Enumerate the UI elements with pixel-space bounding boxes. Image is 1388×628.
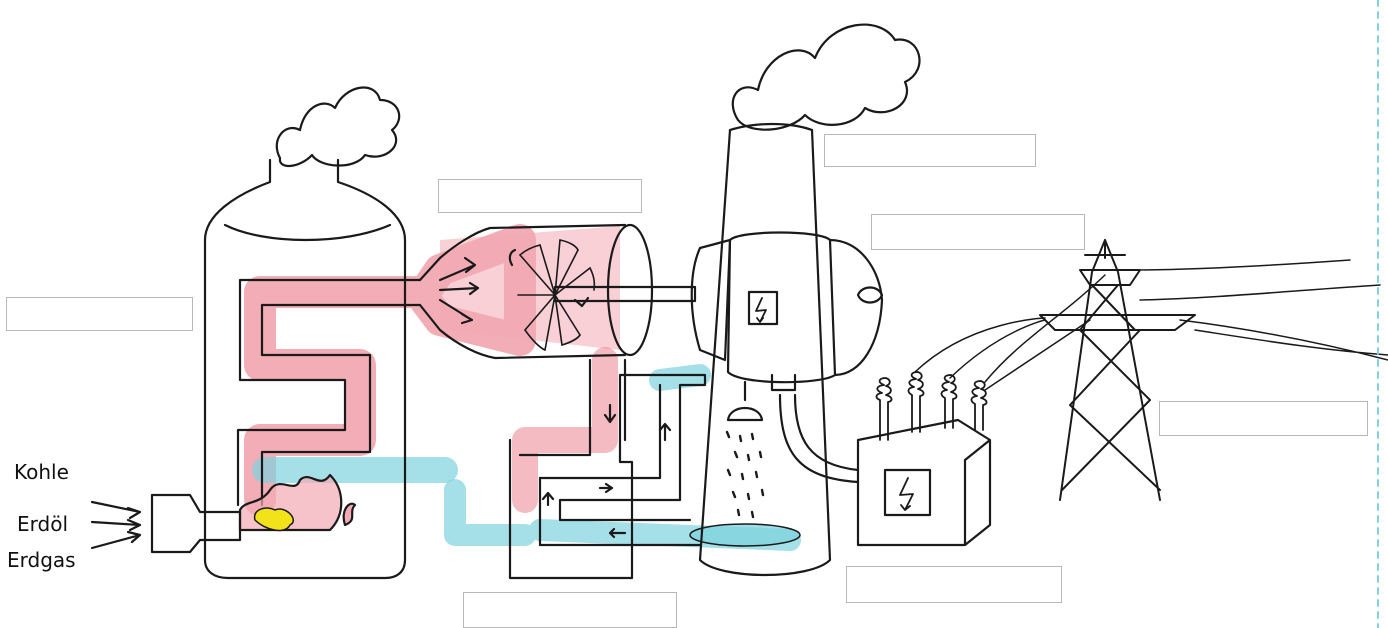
generator-lightning-icon: [756, 298, 766, 322]
boiler-top-curve: [225, 225, 390, 240]
spray-head: [728, 382, 762, 420]
generator-cap: [858, 288, 882, 303]
cooling-basin-water: [690, 524, 800, 546]
fuel-label-coal: Kohle: [14, 460, 69, 484]
transformer-lightning-icon: [900, 478, 913, 510]
cooling-tower-outline: [700, 130, 830, 575]
power-cable: [780, 395, 858, 482]
burner: [152, 495, 240, 552]
label-box-cooling-tower[interactable]: [824, 134, 1036, 167]
transformer-insulators: [876, 372, 986, 440]
label-box-generator[interactable]: [871, 214, 1085, 250]
fuel-label-oil: Erdöl: [17, 512, 68, 536]
fuel-arrows: [92, 502, 140, 548]
label-box-boiler[interactable]: [6, 297, 193, 331]
label-box-turbine[interactable]: [438, 179, 642, 213]
cooling-tower-smoke: [733, 25, 920, 130]
transformer-body: [858, 420, 990, 545]
power-lines: [915, 260, 1388, 390]
generator-end: [830, 240, 882, 375]
label-box-condenser[interactable]: [463, 592, 677, 628]
spray-droplets: [727, 432, 763, 517]
fuel-label-gas: Erdgas: [7, 548, 76, 572]
generator-body: [692, 240, 730, 360]
power-pylon: [1040, 240, 1195, 500]
boiler-smoke: [277, 88, 399, 166]
flame-tongue: [344, 504, 355, 525]
label-box-transformer[interactable]: [846, 566, 1062, 603]
label-box-power-line[interactable]: [1159, 401, 1368, 436]
